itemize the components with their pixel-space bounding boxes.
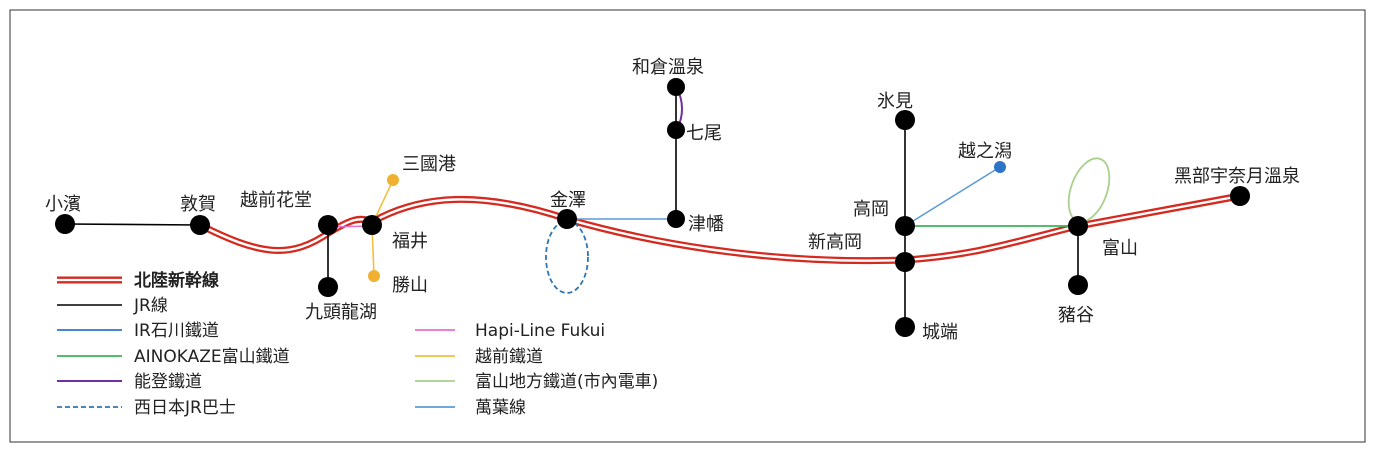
legend-label-ainokaze: AINOKAZE富山鐵道 <box>134 347 290 367</box>
station-katsuyama-dot <box>368 270 380 282</box>
legend-item-echizen: 越前鐵道 <box>415 347 543 367</box>
station-labels: 小濱 敦賀 越前花堂 九頭龍湖 三國港 福井 勝山 金澤 和倉溫泉 七尾 津幡 … <box>45 57 1300 343</box>
label-mikuniminato: 三國港 <box>402 154 456 175</box>
label-wakura: 和倉溫泉 <box>632 57 704 78</box>
station-johana-dot <box>895 317 915 337</box>
label-toyama: 富山 <box>1102 238 1138 259</box>
label-koshinokata: 越之潟 <box>958 141 1012 162</box>
label-kuzuryuko: 九頭龍湖 <box>305 302 377 323</box>
manyo-line <box>904 166 1001 227</box>
legend-item-jr: JR線 <box>57 296 168 316</box>
legend-item-manyo: 萬葉線 <box>415 398 526 418</box>
legend-item-shinkansen: 北陸新幹線 <box>57 270 219 291</box>
label-obama: 小濱 <box>45 194 81 215</box>
legend-label-manyo: 萬葉線 <box>475 398 526 418</box>
station-nanao-dot <box>667 121 685 139</box>
legend-label-echizen: 越前鐵道 <box>475 347 543 367</box>
station-wakura-dot <box>667 78 685 96</box>
legend-item-toyama-chitetsu: 富山地方鐵道(市內電車) <box>415 372 658 392</box>
legend: 北陸新幹線 JR線 IR石川鐵道 AINOKAZE富山鐵道 能登鐵道 西日本JR… <box>57 270 658 418</box>
station-unazuki-dot <box>1230 186 1250 206</box>
label-kanazawa: 金澤 <box>550 190 586 211</box>
legend-label-toyama-chitetsu: 富山地方鐵道(市內電車) <box>475 372 658 392</box>
label-tsubata: 津幡 <box>688 214 724 235</box>
station-tsuruga-dot <box>190 215 210 235</box>
label-unazuki: 黑部宇奈月溫泉 <box>1174 166 1300 187</box>
station-kanazawa-dot <box>557 209 577 229</box>
label-nanao: 七尾 <box>686 123 722 144</box>
legend-item-ainokaze: AINOKAZE富山鐵道 <box>57 347 290 367</box>
station-koshinokata-dot <box>994 161 1006 173</box>
legend-item-jr-bus: 西日本JR巴士 <box>57 398 236 418</box>
label-inotani: 豬谷 <box>1058 305 1094 326</box>
legend-item-ir-ishikawa: IR石川鐵道 <box>57 321 219 341</box>
label-fukui: 福井 <box>392 231 428 252</box>
label-johana: 城端 <box>922 322 958 343</box>
legend-label-shinkansen: 北陸新幹線 <box>134 270 219 291</box>
station-toyama-dot <box>1068 216 1088 236</box>
legend-label-ir-ishikawa: IR石川鐵道 <box>134 321 219 341</box>
station-kuzuryuko-dot <box>318 277 338 297</box>
label-katsuyama: 勝山 <box>392 275 428 296</box>
station-fukui-dot <box>362 215 382 235</box>
label-takaoka: 高岡 <box>853 199 889 220</box>
map-frame <box>9 9 1366 443</box>
legend-label-hapi-line: Hapi-Line Fukui <box>475 321 605 341</box>
legend-label-noto: 能登鐵道 <box>134 372 202 392</box>
legend-item-noto: 能登鐵道 <box>57 372 202 392</box>
station-dots <box>55 78 1250 337</box>
station-mikuniminato-dot <box>387 174 399 186</box>
station-obama-dot <box>55 214 75 234</box>
station-himi-dot <box>895 110 915 130</box>
label-himi: 氷見 <box>877 91 913 112</box>
station-takaoka-dot <box>895 216 915 236</box>
legend-item-hapi-line: Hapi-Line Fukui <box>415 321 605 341</box>
label-shin-takaoka: 新高岡 <box>808 232 862 253</box>
station-inotani-dot <box>1068 275 1088 295</box>
legend-label-jr-bus: 西日本JR巴士 <box>134 398 236 418</box>
station-echizen-kado-dot <box>318 215 338 235</box>
label-echizen-kado: 越前花堂 <box>240 190 312 211</box>
station-tsubata-dot <box>667 210 685 228</box>
station-shin-takaoka-dot <box>895 252 915 272</box>
label-tsuruga: 敦賀 <box>180 194 216 215</box>
legend-label-jr: JR線 <box>133 296 168 316</box>
